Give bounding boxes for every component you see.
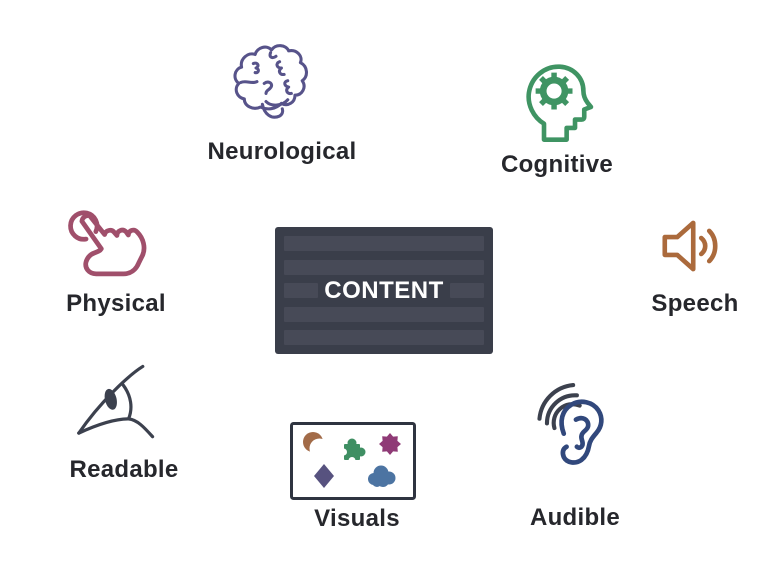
- brain-icon: [227, 40, 315, 126]
- node-label-physical: Physical: [66, 290, 166, 317]
- cloud-shape: [368, 465, 396, 487]
- shapes-box-icon: [290, 422, 416, 500]
- content-stripe: [284, 306, 484, 322]
- node-audible: Audible: [490, 376, 660, 530]
- node-label-audible: Audible: [529, 504, 621, 531]
- content-label: CONTENT: [324, 276, 444, 304]
- node-label-speech: Speech: [651, 290, 739, 317]
- node-physical: Physical: [31, 206, 201, 316]
- content-stripe: [284, 236, 484, 251]
- puzzle-shape: [340, 438, 366, 464]
- content-stripe-segment: [450, 283, 484, 298]
- speaker-icon: [659, 214, 731, 278]
- node-readable: Readable: [39, 362, 209, 482]
- eye-icon: [66, 362, 160, 442]
- burst-shape: [379, 433, 401, 455]
- head-gear-icon: [517, 55, 597, 143]
- diamond-shape: [314, 464, 334, 488]
- node-visuals: Visuals: [272, 422, 442, 531]
- tap-hand-icon: [62, 206, 152, 282]
- node-label-visuals: Visuals: [314, 505, 400, 532]
- content-stripe: [284, 330, 484, 345]
- node-neurological: Neurological: [197, 40, 367, 164]
- content-stripe-segment: [284, 283, 318, 298]
- content-stripe-row: CONTENT: [284, 278, 484, 302]
- node-label-neurological: Neurological: [207, 138, 357, 165]
- moon-shape: [303, 432, 330, 459]
- content-block: CONTENT: [275, 227, 493, 354]
- ear-icon: [532, 376, 618, 482]
- node-label-cognitive: Cognitive: [500, 151, 614, 178]
- content-stripe: [284, 259, 484, 275]
- node-cognitive: Cognitive: [472, 55, 642, 177]
- node-speech: Speech: [610, 214, 768, 316]
- node-label-readable: Readable: [69, 456, 179, 483]
